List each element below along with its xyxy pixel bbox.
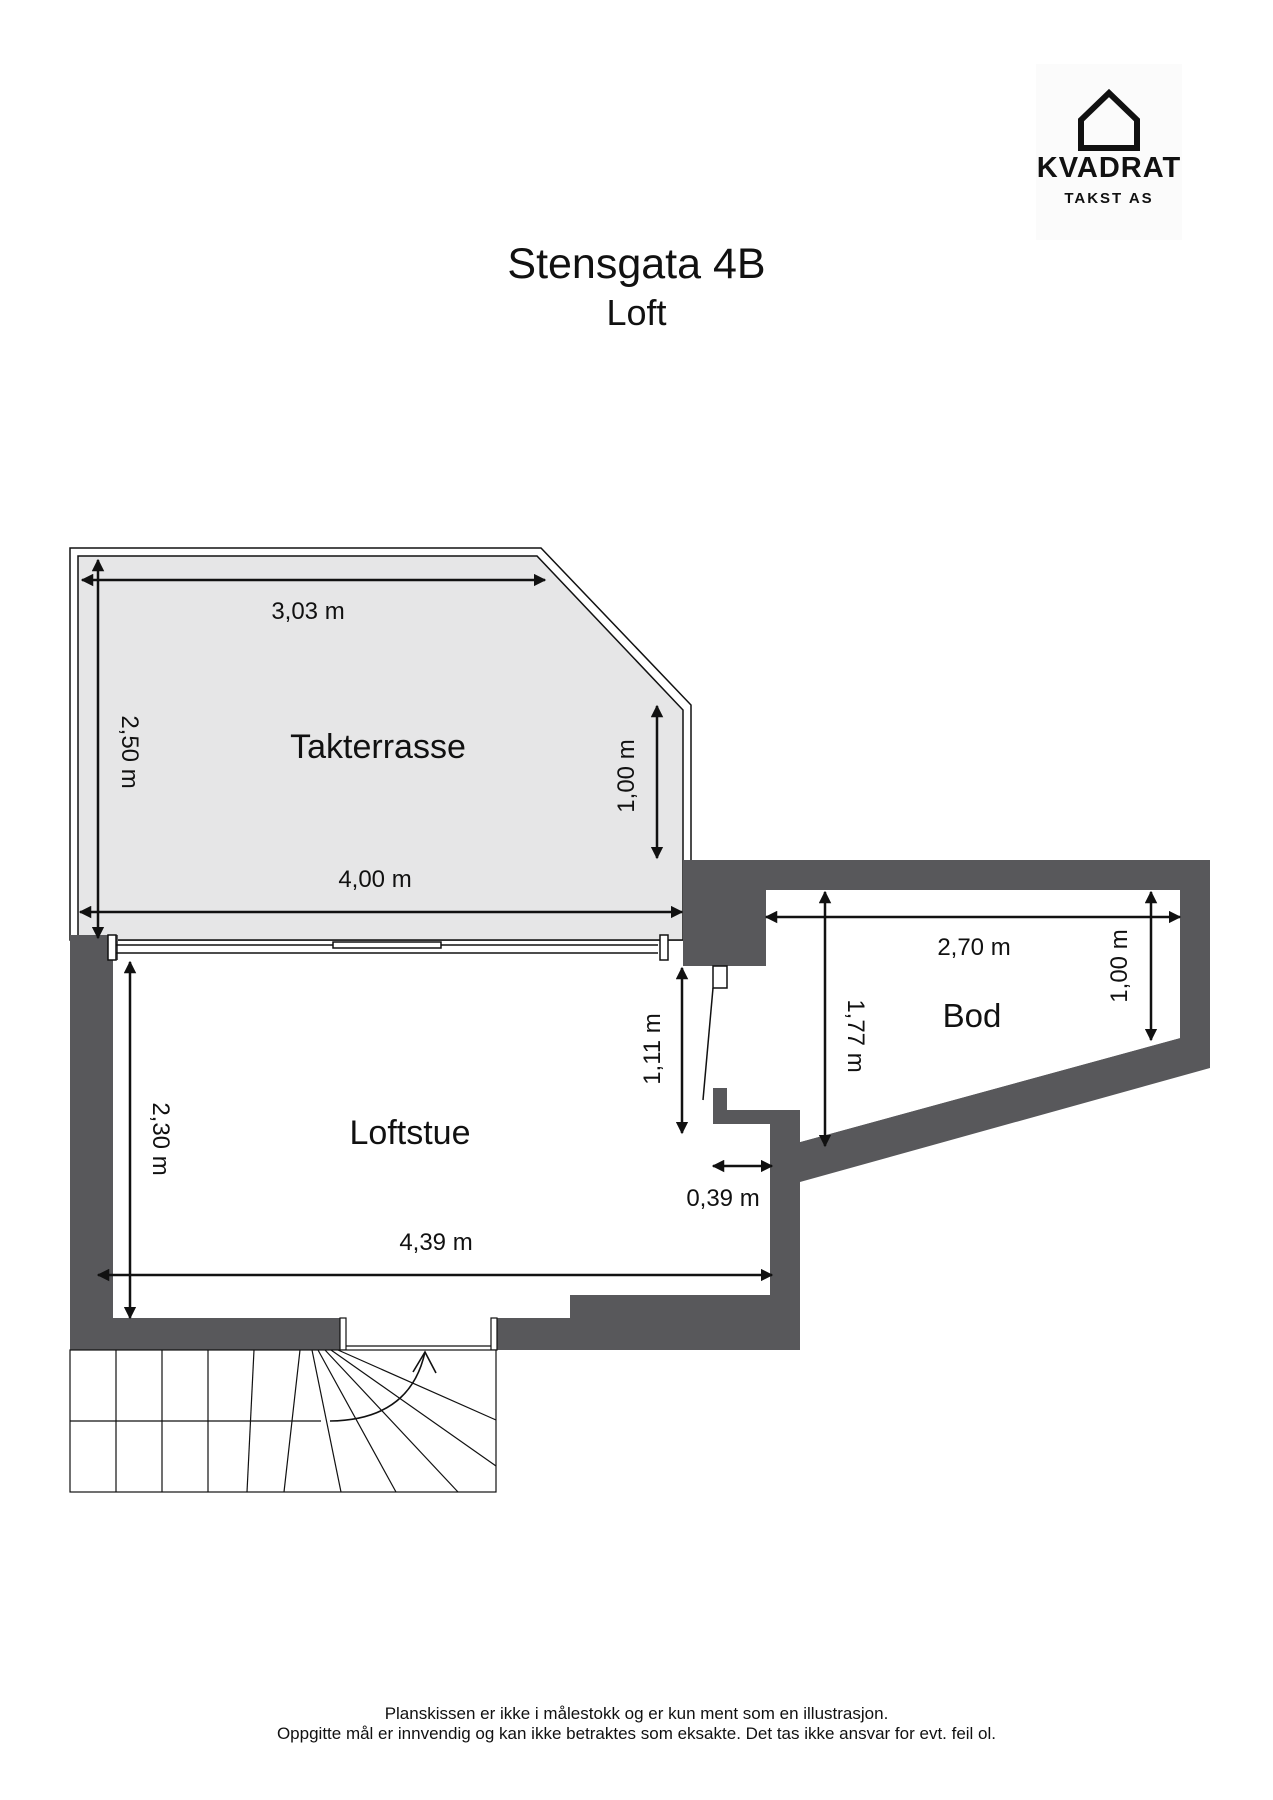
dim-label-terrace-left: 2,50 m <box>116 715 143 788</box>
logo-tagline: TAKST AS <box>1064 190 1154 207</box>
dim-label-living-step: 0,39 m <box>686 1185 759 1212</box>
dim-label-terrace-right: 1,00 m <box>613 739 640 812</box>
terrace-area <box>69 547 692 941</box>
page-subtitle: Loft <box>606 292 667 333</box>
bod-room <box>766 890 1180 1142</box>
house-icon <box>1078 88 1140 151</box>
terrace-sliding-door <box>107 934 669 961</box>
dim-label-bod-right: 1,00 m <box>1106 929 1133 1002</box>
dimension-lines <box>78 558 1182 1320</box>
niche-door <box>702 965 728 1124</box>
room-label-storage: Bod <box>943 997 1002 1034</box>
dim-label-terrace-top: 3,03 m <box>271 598 344 625</box>
stair-door <box>339 1317 498 1351</box>
page-title: Stensgata 4B <box>507 240 766 288</box>
company-logo: KVADRAT TAKST AS <box>1036 64 1182 240</box>
dim-label-terrace-bottom: 4,00 m <box>338 866 411 893</box>
room-label-terrace: Takterrasse <box>290 728 466 766</box>
disclaimer: Planskissen er ikke i målestokk og er ku… <box>0 1704 1273 1744</box>
room-label-living: Loftstue <box>350 1114 471 1152</box>
dim-label-living-width: 4,39 m <box>399 1229 472 1256</box>
dim-label-bod-width: 2,70 m <box>937 934 1010 961</box>
disclaimer-line-2: Oppgitte mål er innvendig og kan ikke be… <box>276 1724 997 1743</box>
dim-label-bod-height: 1,77 m <box>842 999 869 1072</box>
logo-name: KVADRAT <box>1036 152 1182 184</box>
disclaimer-line-1: Planskissen er ikke i målestokk og er ku… <box>384 1704 889 1723</box>
staircase <box>69 1349 497 1493</box>
dim-label-living-niche: 1,11 m <box>639 1013 666 1085</box>
dim-label-living-left: 2,30 m <box>147 1102 174 1175</box>
